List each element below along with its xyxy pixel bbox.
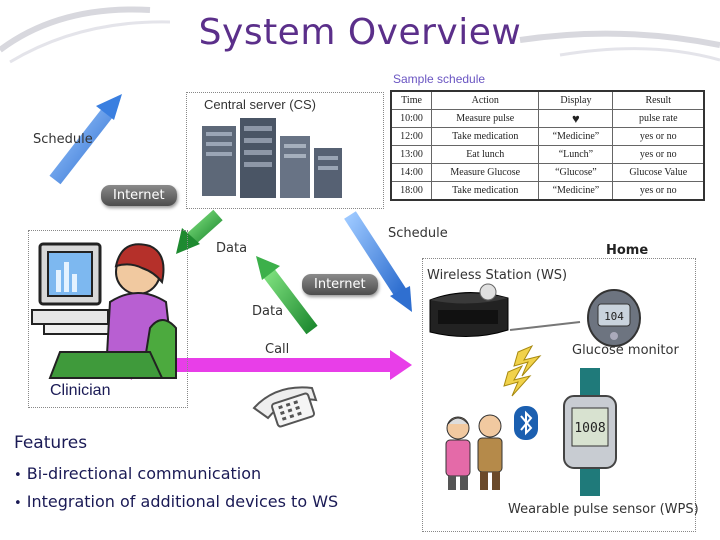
schedule-right-label: Schedule xyxy=(388,226,448,241)
wearable-sensor-label: Wearable pulse sensor (WPS) xyxy=(508,502,699,517)
clinician-box xyxy=(28,230,188,408)
feature-text: Bi-directional communication xyxy=(26,464,262,483)
wireless-station-label: Wireless Station (WS) xyxy=(427,268,568,283)
lightning-icon xyxy=(503,344,542,397)
feature-text: Integration of additional devices to WS xyxy=(26,492,339,511)
schedule-cell: Measure Glucose xyxy=(431,163,540,182)
schedule-row: 13:00 Eat lunch “Lunch” yes or no xyxy=(390,145,705,164)
call-label: Call xyxy=(265,342,290,357)
schedule-title: Sample schedule xyxy=(393,72,486,86)
arrow-ws-to-clinician xyxy=(256,256,318,335)
feature-item: • Bi-directional communication xyxy=(14,464,261,483)
schedule-cell: Glucose Value xyxy=(612,163,705,182)
arrow-clinician-to-server xyxy=(49,94,122,185)
schedule-left-label: Schedule xyxy=(33,132,93,147)
link-line xyxy=(509,321,581,331)
arrow-server-to-clinician xyxy=(176,209,223,254)
glucose-monitor-icon: 104 xyxy=(587,289,641,347)
schedule-table: Time Action Display Result 10:00 Measure… xyxy=(390,90,705,201)
features-title: Features xyxy=(14,433,88,453)
elderly-couple-icon xyxy=(445,414,503,490)
clinician-illustration xyxy=(31,242,177,379)
data-mid-label: Data xyxy=(252,304,284,319)
schedule-row: 12:00 Take medication “Medicine” yes or … xyxy=(390,127,705,146)
schedule-row: 18:00 Take medication “Medicine” yes or … xyxy=(390,181,705,201)
clinician-label: Clinician xyxy=(50,382,111,399)
schedule-header-row: Time Action Display Result xyxy=(390,90,705,110)
schedule-cell: “Glucose” xyxy=(538,163,614,182)
telephone-icon xyxy=(252,386,318,428)
bluetooth-icon xyxy=(514,406,538,440)
internet-top-label: Internet xyxy=(101,185,177,206)
schedule-row: 10:00 Measure pulse ♥ pulse rate xyxy=(390,109,705,128)
schedule-cell: yes or no xyxy=(612,181,705,201)
home-box xyxy=(422,258,696,532)
feature-item: • Integration of additional devices to W… xyxy=(14,492,338,511)
internet-mid-label: Internet xyxy=(302,274,378,295)
arrow-server-to-ws xyxy=(344,211,412,312)
page-title: System Overview xyxy=(198,12,522,53)
schedule-row: 14:00 Measure Glucose “Glucose” Glucose … xyxy=(390,163,705,182)
wrist-sensor-icon: 1008 xyxy=(563,368,617,496)
svg-text:104: 104 xyxy=(604,310,624,323)
schedule-cell: Take medication xyxy=(431,181,540,201)
central-server-label: Central server (CS) xyxy=(204,97,316,112)
central-server-box xyxy=(186,92,384,209)
data-top-label: Data xyxy=(216,241,248,256)
svg-text:1008: 1008 xyxy=(574,421,605,436)
bullet-icon: • xyxy=(14,468,22,483)
schedule-cell: “Medicine” xyxy=(538,181,614,201)
bullet-icon: • xyxy=(14,496,22,511)
wireless-station-icon xyxy=(429,283,509,338)
schedule-cell: 14:00 xyxy=(390,163,433,182)
home-label: Home xyxy=(606,243,649,258)
server-icon xyxy=(202,118,342,198)
glucose-monitor-label: Glucose monitor xyxy=(572,343,679,358)
